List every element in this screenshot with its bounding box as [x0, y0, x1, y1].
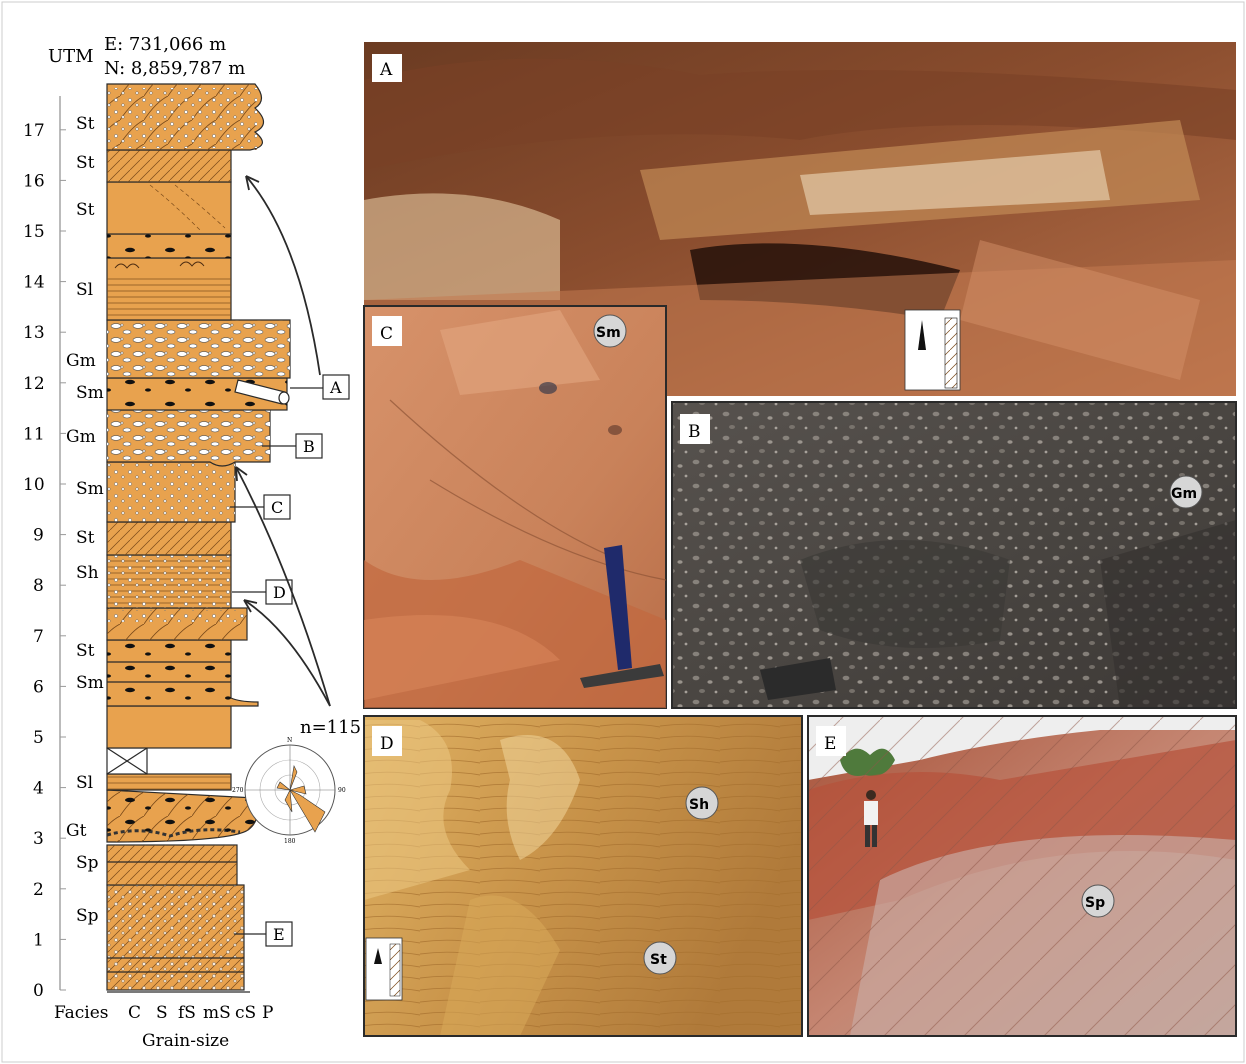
- facies-label: Sh: [76, 563, 99, 583]
- scale-tick-label: 1: [33, 930, 44, 950]
- facies-label: Sp: [76, 906, 99, 926]
- grain-size-class: fS: [178, 1003, 196, 1023]
- photo-b-letter: B: [688, 422, 701, 442]
- scale-tick-label: 6: [33, 677, 44, 697]
- scale-tick-label: 0: [33, 981, 44, 1001]
- grain-size-class: P: [262, 1003, 273, 1023]
- facies-label: Sp: [76, 853, 99, 873]
- callout-b: B: [303, 437, 315, 456]
- scale-tick-label: 3: [33, 829, 44, 849]
- rose-count: n=115: [300, 717, 361, 738]
- grain-size-class: cS: [235, 1003, 256, 1023]
- utm-northing: N: 8,859,787 m: [104, 58, 245, 79]
- facies-label: Sl: [76, 280, 93, 300]
- callout-d: D: [273, 583, 286, 602]
- utm-label: UTM: [48, 46, 94, 67]
- badge-sm: Sm: [596, 325, 621, 341]
- stratigraphic-log: UTM E: 731,066 m N: 8,859,787 m 01234567…: [23, 34, 361, 1051]
- utm-easting: E: 731,066 m: [104, 34, 226, 55]
- callout-c: C: [271, 498, 283, 517]
- callout-e: E: [273, 925, 285, 944]
- badge-sh: Sh: [689, 797, 709, 813]
- log-beds: [106, 83, 291, 991]
- scale-tick-label: 17: [23, 121, 45, 141]
- rose-diagram: n=115 N 90 180 270: [232, 717, 361, 845]
- photo-a-letter: A: [379, 60, 393, 80]
- grain-size-class: S: [156, 1003, 168, 1023]
- rose-label-e: 90: [338, 787, 346, 794]
- photo-c: C Sm: [363, 305, 667, 709]
- person-figure: [864, 790, 878, 847]
- scale-tick-label: 7: [33, 627, 44, 647]
- scale-tick-label: 14: [23, 273, 45, 293]
- facies-label: St: [76, 641, 95, 661]
- facies-label: Sl: [76, 773, 93, 793]
- photo-d-letter: D: [380, 734, 394, 754]
- scale-tick-label: 13: [23, 323, 45, 343]
- badge-st: St: [650, 952, 667, 968]
- fossil-log-symbol: [234, 379, 290, 405]
- photo-c-letter: C: [380, 324, 393, 344]
- facies-label: Gm: [66, 427, 96, 447]
- grain-size-class: C: [128, 1003, 141, 1023]
- bed-massive: [106, 705, 232, 749]
- facies-label: St: [76, 528, 95, 548]
- photo-e-letter: E: [824, 734, 836, 754]
- rose-petals: [276, 765, 326, 833]
- photo-b: B Gm: [671, 401, 1237, 709]
- facies-label: Sm: [76, 479, 104, 499]
- rose-label-s: 180: [284, 838, 296, 845]
- photo-a: A: [364, 42, 1236, 396]
- scale-tick-label: 12: [23, 374, 45, 394]
- photo-d: D Sh St: [363, 715, 803, 1037]
- facies-label: St: [76, 153, 95, 173]
- scale-tick-label: 10: [23, 475, 45, 495]
- scale-tick-label: 11: [23, 424, 45, 444]
- scale-tick-label: 5: [33, 728, 44, 748]
- grain-size-class: mS: [203, 1003, 231, 1023]
- facies-label: Gt: [66, 821, 87, 841]
- rose-label-w: 270: [232, 787, 244, 794]
- scale-tick-label: 15: [23, 222, 45, 242]
- facies-label: St: [76, 114, 95, 134]
- scale-tick-label: 2: [33, 880, 44, 900]
- scale-tick-label: 9: [33, 526, 44, 546]
- facies-label: Sm: [76, 383, 104, 403]
- photo-e: E Sp: [807, 715, 1237, 1037]
- facies-label: St: [76, 200, 95, 220]
- scale-tick-label: 16: [23, 171, 45, 191]
- facies-axis-label: Facies: [54, 1003, 109, 1023]
- scale-tick-label: 4: [33, 779, 44, 799]
- callout-boxes: A B C D E: [230, 374, 350, 947]
- rose-label-n: N: [287, 737, 292, 744]
- rock-hammer: [580, 545, 664, 688]
- facies-label: Sm: [76, 673, 104, 693]
- grain-size-title: Grain-size: [142, 1031, 229, 1051]
- badge-gm: Gm: [1171, 486, 1197, 502]
- facies-label: Gm: [66, 351, 96, 371]
- paleocurrent-arrows: [235, 175, 331, 707]
- badge-sp: Sp: [1085, 895, 1105, 911]
- callout-a: A: [329, 378, 342, 397]
- scale-tick-label: 8: [33, 576, 44, 596]
- bed-st-16: [106, 181, 232, 235]
